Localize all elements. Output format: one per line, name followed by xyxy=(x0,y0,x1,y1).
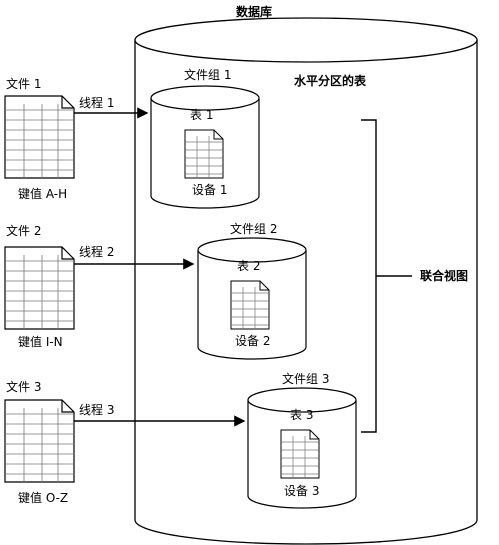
federated-view-bracket xyxy=(361,119,412,433)
table-file-icon-3 xyxy=(280,429,320,479)
source-file-icon-2 xyxy=(4,246,75,330)
thread-label-1: 线程 1 xyxy=(79,96,115,110)
device-name-1: 设备 1 xyxy=(192,183,228,197)
partitioned-table-label: 水平分区的表 xyxy=(294,74,367,88)
thread-label-3: 线程 3 xyxy=(79,403,115,417)
federated-view-label: 联合视图 xyxy=(420,269,469,283)
source-file-icon-3 xyxy=(4,399,75,483)
key-range-2: 键值 I-N xyxy=(18,335,63,349)
filegroup-name-1: 文件组 1 xyxy=(184,68,232,82)
filegroup-name-3: 文件组 3 xyxy=(282,372,330,386)
key-range-1: 键值 A-H xyxy=(18,187,68,201)
table-file-icon-1 xyxy=(184,129,224,179)
device-name-3: 设备 3 xyxy=(284,484,320,498)
table-name-3: 表 3 xyxy=(290,408,314,422)
table-name-1: 表 1 xyxy=(190,108,214,122)
table-name-2: 表 2 xyxy=(237,259,261,273)
database-title: 数据库 xyxy=(236,5,273,19)
file-name-1: 文件 1 xyxy=(6,77,42,91)
source-file-icon-1 xyxy=(4,95,75,179)
file-name-3: 文件 3 xyxy=(6,380,42,394)
filegroup-name-2: 文件组 2 xyxy=(230,222,278,236)
key-range-3: 键值 O-Z xyxy=(18,491,69,505)
table-file-icon-2 xyxy=(230,280,270,330)
file-name-2: 文件 2 xyxy=(6,224,42,238)
thread-label-2: 线程 2 xyxy=(79,245,115,259)
device-name-2: 设备 2 xyxy=(235,334,271,348)
